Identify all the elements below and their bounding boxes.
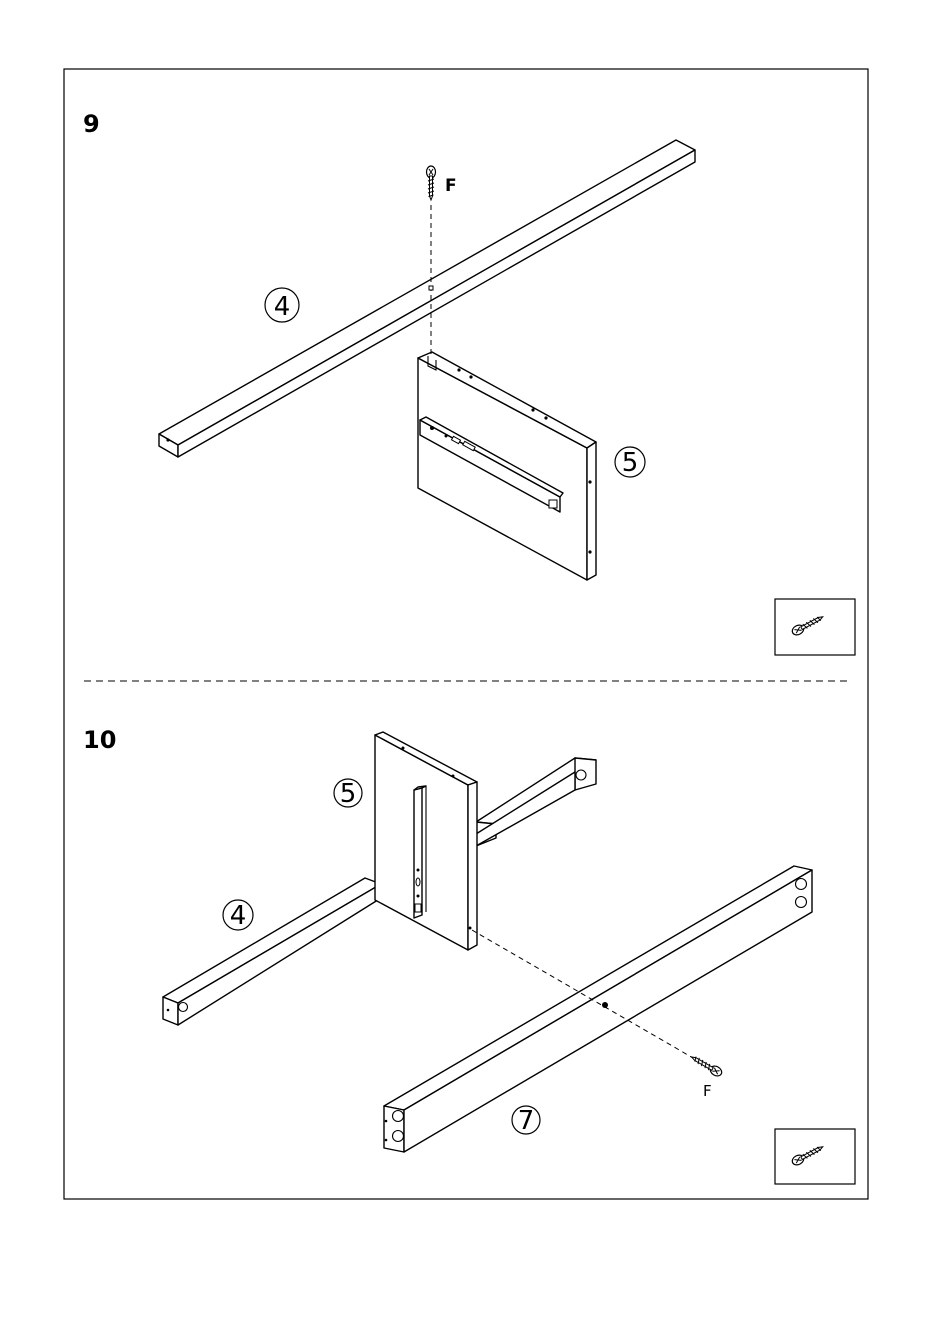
part-callout-7: 7: [512, 1106, 540, 1136]
back-rail: [476, 758, 596, 846]
svg-text:5: 5: [622, 448, 639, 478]
svg-text:4: 4: [274, 292, 291, 322]
svg-text:4: 4: [230, 901, 247, 931]
part-callout-4: 4: [265, 288, 299, 322]
step-number: 9: [83, 110, 100, 138]
page-frame: [64, 69, 868, 1199]
part-callout-5: 5: [334, 779, 362, 809]
hardware-box: [775, 599, 855, 655]
part-callout-5: 5: [615, 447, 645, 478]
svg-text:7: 7: [518, 1106, 535, 1136]
rail-part-4: [163, 878, 381, 1025]
panel-part-5: [418, 352, 596, 580]
fastener-label: F: [445, 176, 457, 196]
svg-text:5: 5: [340, 779, 357, 809]
hardware-box: [775, 1129, 855, 1184]
panel-part-5: [375, 732, 477, 950]
step-9: 9 4: [83, 110, 855, 655]
part-callout-4: 4: [223, 900, 253, 931]
fastener-label: F: [703, 1082, 712, 1100]
fastener-f-vertical: F: [427, 166, 457, 358]
step-number: 10: [83, 726, 116, 754]
step-10: 10: [83, 726, 855, 1184]
